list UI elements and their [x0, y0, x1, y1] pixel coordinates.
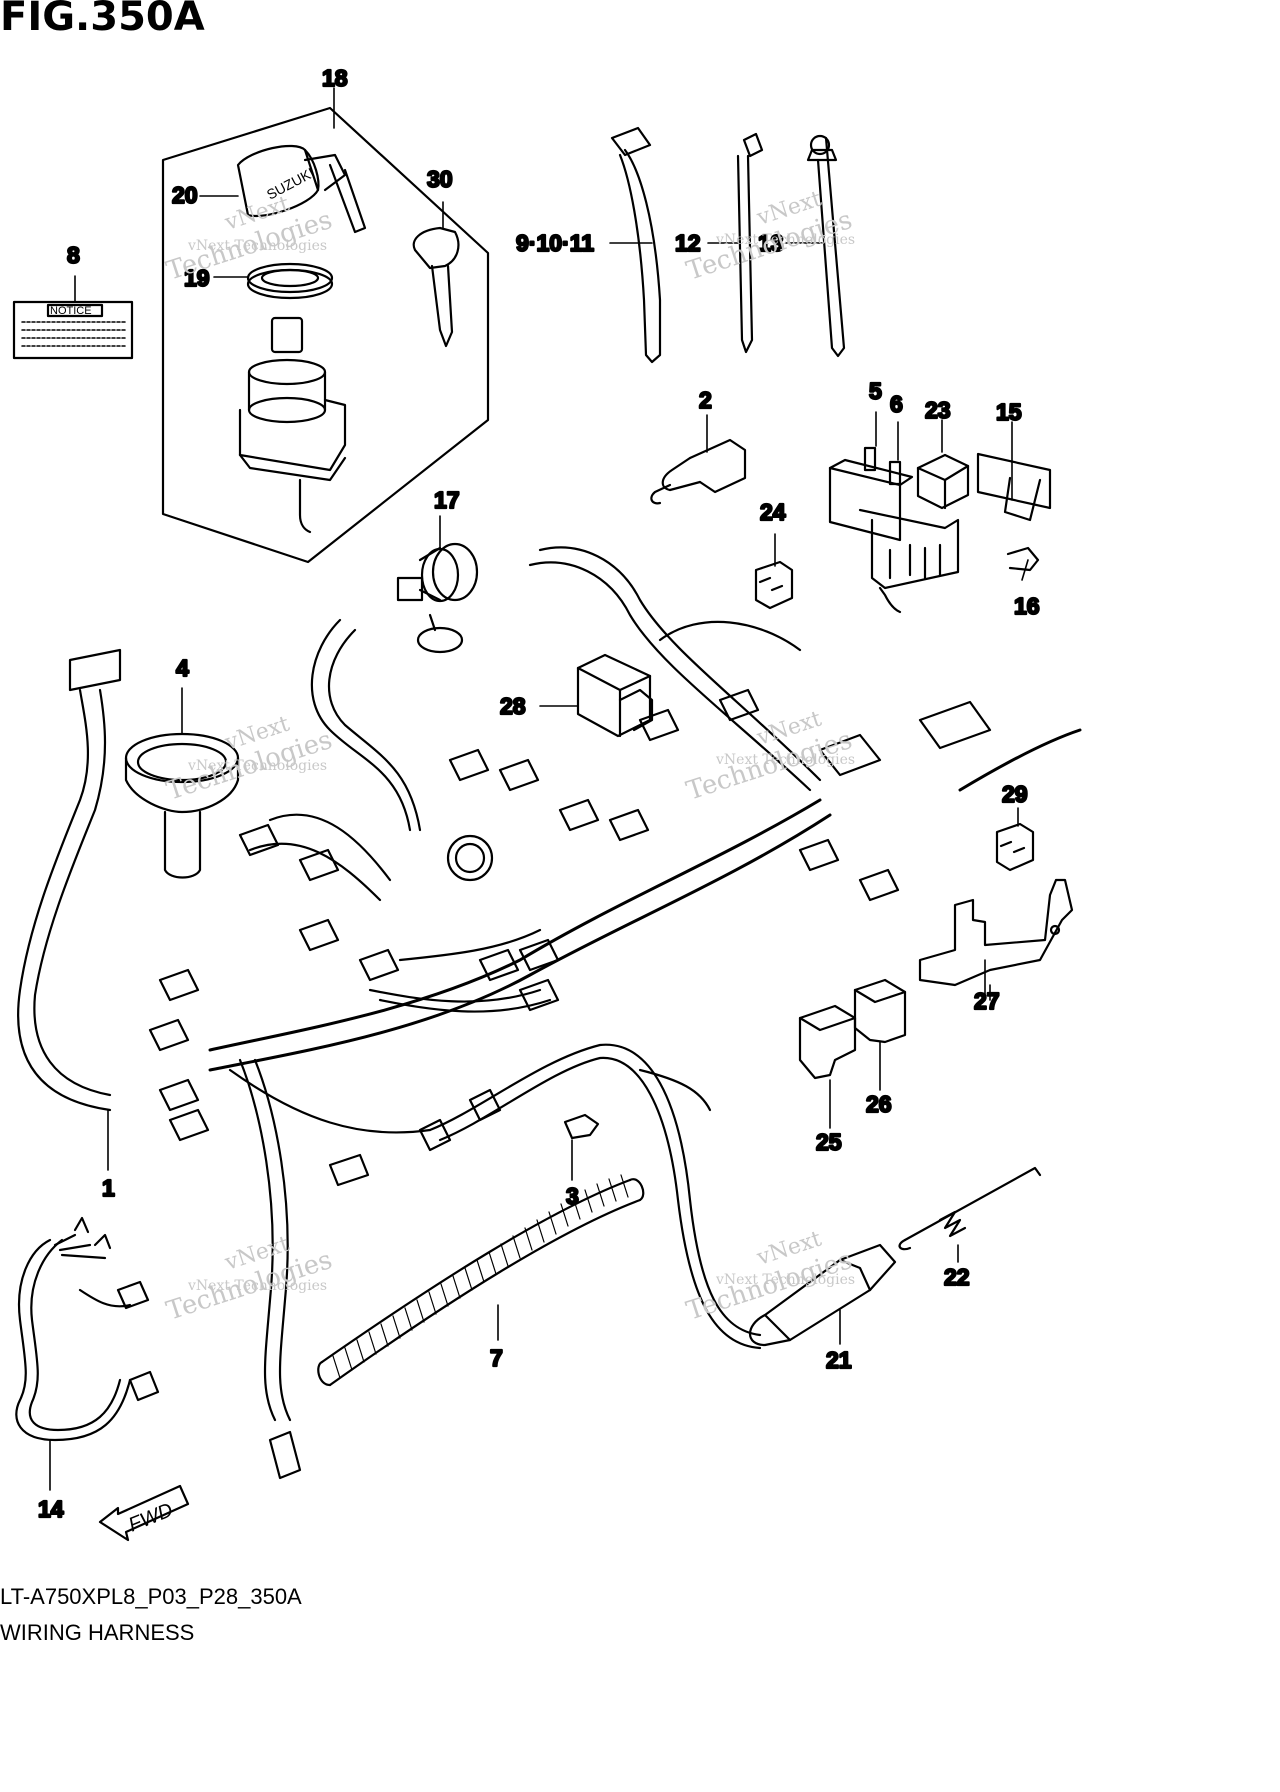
callout-17: 17: [434, 487, 460, 513]
sub-harness: [15, 1216, 160, 1442]
watermark-6-small: vNext Technologies: [715, 1272, 855, 1288]
callout-2: 2: [699, 387, 712, 413]
footer-code: LT-A750XPL8_P03_P28_350A: [0, 1584, 302, 1609]
couplers-24-29: [754, 560, 1035, 872]
spring: [898, 1166, 1042, 1251]
corrugated-tube: [317, 1174, 645, 1387]
watermark-3-small: vNext Technologies: [187, 758, 327, 774]
figure-title: FIG.350A: [0, 0, 205, 40]
terminal-boot: [650, 438, 747, 505]
brake-switch: [748, 1243, 897, 1347]
notice-label-text: NOTICE: [50, 305, 92, 317]
callout-1: 1: [102, 1175, 115, 1201]
callout-20: 20: [172, 182, 198, 208]
fuse-box-assembly: [828, 446, 1052, 614]
ignition-socket: [396, 542, 479, 654]
watermark-4-small: vNext Technologies: [715, 752, 855, 768]
footer-name: WIRING HARNESS: [0, 1620, 195, 1645]
callout-22: 22: [944, 1264, 970, 1290]
main-harness: [17, 546, 1082, 1480]
callout-7: 7: [490, 1345, 503, 1371]
callout-21: 21: [826, 1347, 852, 1373]
fwd-label: FWD: [126, 1499, 176, 1536]
notice-label: [12, 300, 134, 360]
key-set-assembly: SUZUKI: [161, 106, 490, 564]
watermark-2-small: vNext Technologies: [715, 232, 855, 248]
callout-15: 15: [996, 399, 1022, 425]
cable-ties: [610, 126, 846, 364]
leader-lines: [49, 87, 1029, 1491]
callout-19: 19: [184, 265, 210, 291]
callout-24: 24: [760, 499, 786, 525]
fwd-arrow: [98, 1484, 190, 1542]
watermarks: vNext Technologies vNext Technologies vN…: [163, 187, 856, 1327]
watermark-1-small: vNext Technologies: [187, 238, 327, 254]
callout-18: 18: [322, 65, 348, 91]
callout-29: 29: [1002, 781, 1028, 807]
couplers-25-26: [798, 978, 907, 1080]
watermark-5-small: vNext Technologies: [187, 1278, 327, 1294]
callout-16: 16: [1014, 593, 1040, 619]
callout-26: 26: [866, 1091, 892, 1117]
spare-key: [412, 226, 460, 348]
callout-labels: 18 20 19 30 8 9·10·11 12 13 2 5 6 23 15 …: [37, 64, 1041, 1523]
relay: [576, 653, 654, 738]
callout-28: 28: [500, 693, 526, 719]
callout-8: 8: [67, 242, 80, 268]
bracket: [918, 878, 1074, 987]
callout-4: 4: [176, 655, 189, 681]
callout-13: 13: [758, 230, 784, 256]
callout-23: 23: [925, 397, 951, 423]
callout-9-10-11: 9·10·11: [516, 230, 594, 256]
rubber-cap: [124, 732, 240, 879]
callout-27: 27: [974, 988, 1000, 1014]
small-cap: [563, 1113, 600, 1140]
callout-5: 5: [869, 378, 882, 404]
callout-30: 30: [427, 166, 453, 192]
callout-14: 14: [38, 1496, 64, 1522]
callout-3: 3: [566, 1183, 579, 1209]
callout-6: 6: [890, 391, 903, 417]
callout-25: 25: [816, 1129, 842, 1155]
callout-12: 12: [675, 230, 701, 256]
